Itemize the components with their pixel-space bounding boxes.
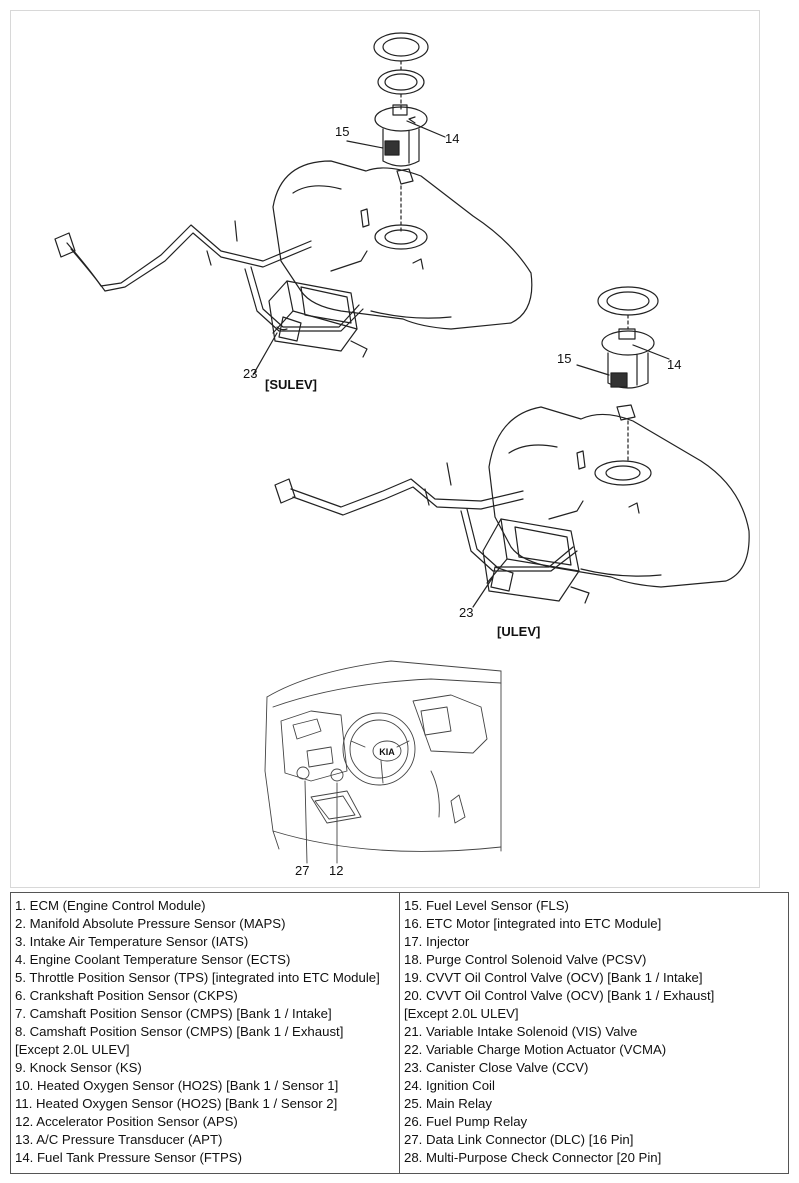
legend-item: 1. ECM (Engine Control Module) xyxy=(15,898,206,913)
sulev-fuel-tank xyxy=(272,160,533,330)
legend-item: 5. Throttle Position Sensor (TPS) [integ… xyxy=(15,970,380,985)
legend-column-right: 15. Fuel Level Sensor (FLS) 16. ETC Motor… xyxy=(399,893,788,1173)
legend-item: 24. Ignition Coil xyxy=(404,1078,495,1093)
legend-item: [Except 2.0L ULEV] xyxy=(404,1006,519,1021)
sulev-fuel-pump-module xyxy=(374,104,428,185)
legend-item: 11. Heated Oxygen Sensor (HO2S) [Bank 1 … xyxy=(15,1096,338,1111)
sulev-filler-pipe xyxy=(54,220,368,332)
sulev-lock-ring xyxy=(373,32,429,62)
legend-item: 25. Main Relay xyxy=(404,1096,492,1111)
legend-item: 12. Accelerator Position Sensor (APS) xyxy=(15,1114,238,1129)
callout-sulev-23: 23 xyxy=(243,366,257,381)
legend-item: 14. Fuel Tank Pressure Sensor (FTPS) xyxy=(15,1150,242,1165)
legend-item: 28. Multi-Purpose Check Connector [20 Pi… xyxy=(404,1150,662,1165)
legend-item: [Except 2.0L ULEV] xyxy=(15,1042,130,1057)
legend-item: 3. Intake Air Temperature Sensor (IATS) xyxy=(15,934,249,949)
callout-ulev-15: 15 xyxy=(557,351,571,366)
ulev-fuel-system xyxy=(274,286,750,608)
kia-logo: KIA xyxy=(379,747,395,757)
legend-item: 6. Crankshaft Position Sensor (CKPS) xyxy=(15,988,238,1003)
legend-item: 17. Injector xyxy=(404,934,470,949)
legend-column-left: 1. ECM (Engine Control Module) 2. Manifol… xyxy=(11,893,399,1173)
legend-item: 26. Fuel Pump Relay xyxy=(404,1114,528,1129)
legend-item: 15. Fuel Level Sensor (FLS) xyxy=(404,898,569,913)
legend-item: 13. A/C Pressure Transducer (APT) xyxy=(15,1132,223,1147)
legend-item: 21. Variable Intake Solenoid (VIS) Valve xyxy=(404,1024,638,1039)
legend-item: 16. ETC Motor [integrated into ETC Modul… xyxy=(404,916,662,931)
callout-ulev-14: 14 xyxy=(667,357,681,372)
legend-item: 22. Variable Charge Motion Actuator (VCM… xyxy=(404,1042,667,1057)
callout-ulev-23: 23 xyxy=(459,605,473,620)
sulev-gasket xyxy=(377,69,425,95)
legend-item: 23. Canister Close Valve (CCV) xyxy=(404,1060,589,1075)
legend-item: 2. Manifold Absolute Pressure Sensor (MA… xyxy=(15,916,286,931)
legend-item: 20. CVVT Oil Control Valve (OCV) [Bank 1… xyxy=(404,988,715,1003)
component-diagram: KIA 15 14 23 15 14 23 27 12 [SULEV] [ULE… xyxy=(10,10,760,888)
ulev-fuel-tank xyxy=(488,406,750,588)
caption-sulev: [SULEV] xyxy=(265,377,317,392)
ulev-fuel-pump-module xyxy=(601,328,655,421)
legend-item: 18. Purge Control Solenoid Valve (PCSV) xyxy=(404,952,647,967)
legend-item: 8. Camshaft Position Sensor (CMPS) [Bank… xyxy=(15,1024,344,1039)
callout-dash-27: 27 xyxy=(295,863,309,878)
legend-item: 27. Data Link Connector (DLC) [16 Pin] xyxy=(404,1132,634,1147)
component-legend-table: 1. ECM (Engine Control Module) 2. Manifol… xyxy=(10,892,789,1174)
sulev-fuel-system xyxy=(54,32,533,376)
legend-item: 19. CVVT Oil Control Valve (OCV) [Bank 1… xyxy=(404,970,703,985)
callout-sulev-14: 14 xyxy=(445,131,459,146)
legend-item: 4. Engine Coolant Temperature Sensor (EC… xyxy=(15,952,291,967)
caption-ulev: [ULEV] xyxy=(497,624,540,639)
ulev-filler-pipe xyxy=(274,462,584,572)
legend-item: 9. Knock Sensor (KS) xyxy=(15,1060,142,1075)
ulev-canister xyxy=(482,518,590,604)
dashboard-view xyxy=(264,660,502,864)
callout-dash-12: 12 xyxy=(329,863,343,878)
sulev-canister xyxy=(268,280,368,358)
ulev-lock-ring xyxy=(597,286,659,316)
diagram-illustration: KIA 15 14 23 15 14 23 27 12 [SULEV] [ULE… xyxy=(54,32,750,878)
legend-item: 7. Camshaft Position Sensor (CMPS) [Bank… xyxy=(15,1006,332,1021)
callout-sulev-15: 15 xyxy=(335,124,349,139)
legend-item: 10. Heated Oxygen Sensor (HO2S) [Bank 1 … xyxy=(15,1078,339,1093)
